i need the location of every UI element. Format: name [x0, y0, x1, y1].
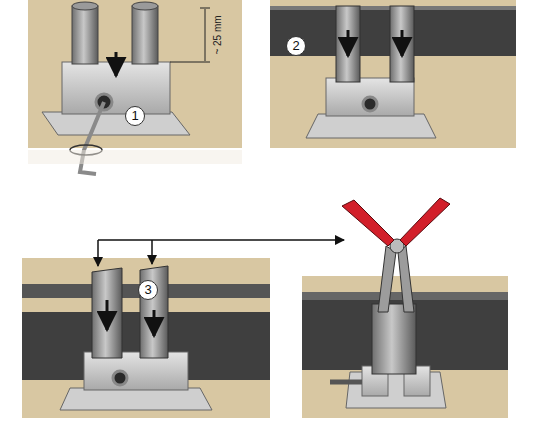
- dimension-label: ~ 25 mm: [212, 15, 223, 54]
- callout-number: 3: [138, 280, 158, 300]
- callout-number: 1: [125, 106, 145, 126]
- callout-number: 2: [286, 36, 306, 56]
- panel-2: [270, 0, 516, 148]
- panel-4: [302, 198, 508, 418]
- panel-1: [28, 0, 242, 174]
- pointer-arrows: [98, 240, 344, 266]
- panel-3: [22, 258, 270, 418]
